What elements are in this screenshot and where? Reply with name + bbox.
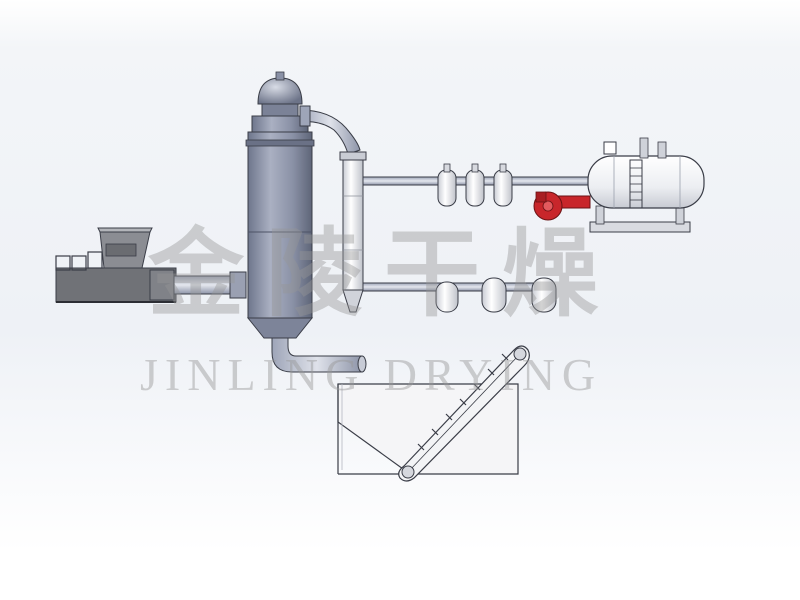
hot-air-boiler: [587, 137, 705, 233]
filter-canister: [493, 163, 513, 207]
induced-draft-fan: [533, 191, 591, 221]
filter-canister: [437, 163, 457, 207]
filter-canister: [531, 277, 557, 313]
outlet-elbow-duct: [271, 337, 367, 373]
upper-bag-filters: [362, 163, 590, 207]
screw-feeder: [55, 227, 247, 303]
belt-conveyor: [398, 345, 530, 482]
lower-bag-filters: [362, 277, 557, 313]
filter-canister: [465, 163, 485, 207]
filter-canister: [481, 277, 507, 313]
drying-tower: [245, 71, 315, 339]
dust-collector-column: [339, 151, 367, 313]
filter-canister: [435, 281, 459, 313]
